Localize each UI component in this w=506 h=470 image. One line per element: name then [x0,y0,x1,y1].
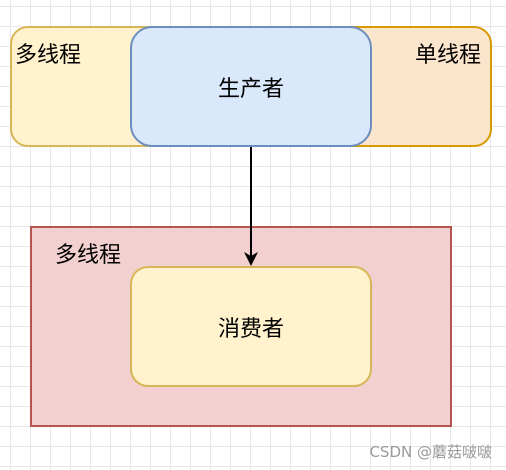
top-left-label: 多线程 [15,43,82,68]
producer-box: 生产者 [130,26,372,147]
consumer-box: 消费者 [130,266,372,387]
arrow-head [244,252,258,266]
bottom-container-label: 多线程 [55,243,122,268]
watermark-text: CSDN @蘑菇啵啵 [369,443,492,461]
consumer-label: 消费者 [217,316,284,342]
top-right-label: 单线程 [415,43,482,68]
producer-label: 生产者 [217,76,284,102]
